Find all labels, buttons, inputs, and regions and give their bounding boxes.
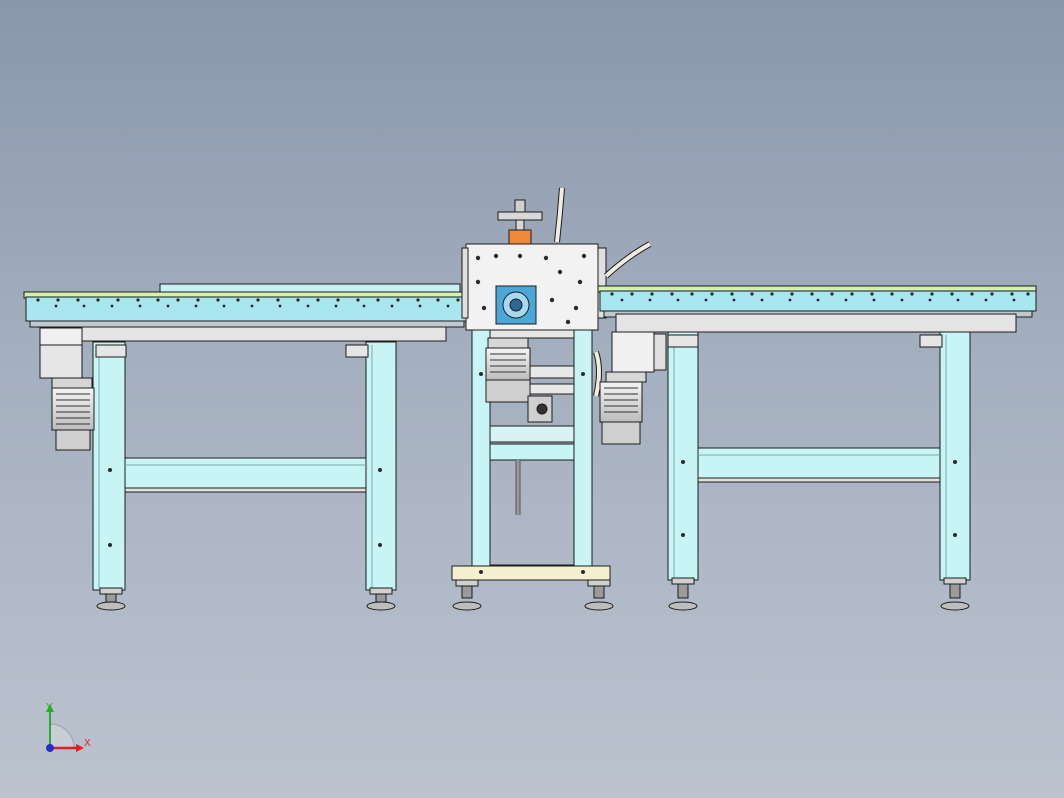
left-foot-a — [105, 593, 117, 603]
triad-x-label: X — [84, 738, 91, 749]
left-belt-raised-guide — [159, 283, 461, 293]
triad-quadrant — [49, 723, 75, 749]
right-leg-a — [667, 331, 699, 581]
right-gearbox — [611, 331, 655, 373]
left-leg-b — [365, 341, 397, 591]
left-belt-lower-channel — [29, 320, 465, 328]
left-roller-dots — [36, 298, 460, 547]
right-belt-underframe — [615, 313, 1017, 333]
left-drive-motor — [51, 387, 95, 431]
left-foot-b — [375, 593, 387, 603]
triad-y-label: Y — [46, 702, 53, 713]
handwheel[interactable] — [497, 211, 543, 221]
center-plate-upper — [489, 425, 575, 443]
right-foot-b — [949, 583, 961, 599]
center-frame-leg-right — [573, 329, 593, 581]
right-crossbeam — [697, 447, 941, 479]
right-foot-a — [677, 583, 689, 599]
coordinate-triad: Y X — [46, 702, 91, 752]
center-plate-lower — [489, 443, 575, 461]
head-bolt-holes — [475, 253, 587, 574]
left-leg-a — [92, 341, 126, 591]
left-conveyor[interactable] — [23, 283, 469, 611]
right-conveyor[interactable] — [597, 285, 1037, 611]
triad-z-axis — [46, 744, 54, 752]
handwheel-hub — [508, 229, 532, 245]
right-leg-b — [939, 331, 971, 581]
right-drive-motor — [599, 381, 643, 423]
left-belt-underframe — [45, 326, 447, 342]
center-base-plate — [451, 565, 611, 581]
left-belt — [25, 296, 467, 322]
left-crossbeam — [124, 457, 367, 489]
right-roller-dots — [610, 292, 1030, 537]
center-machine[interactable] — [451, 187, 652, 611]
center-motor — [485, 347, 531, 381]
